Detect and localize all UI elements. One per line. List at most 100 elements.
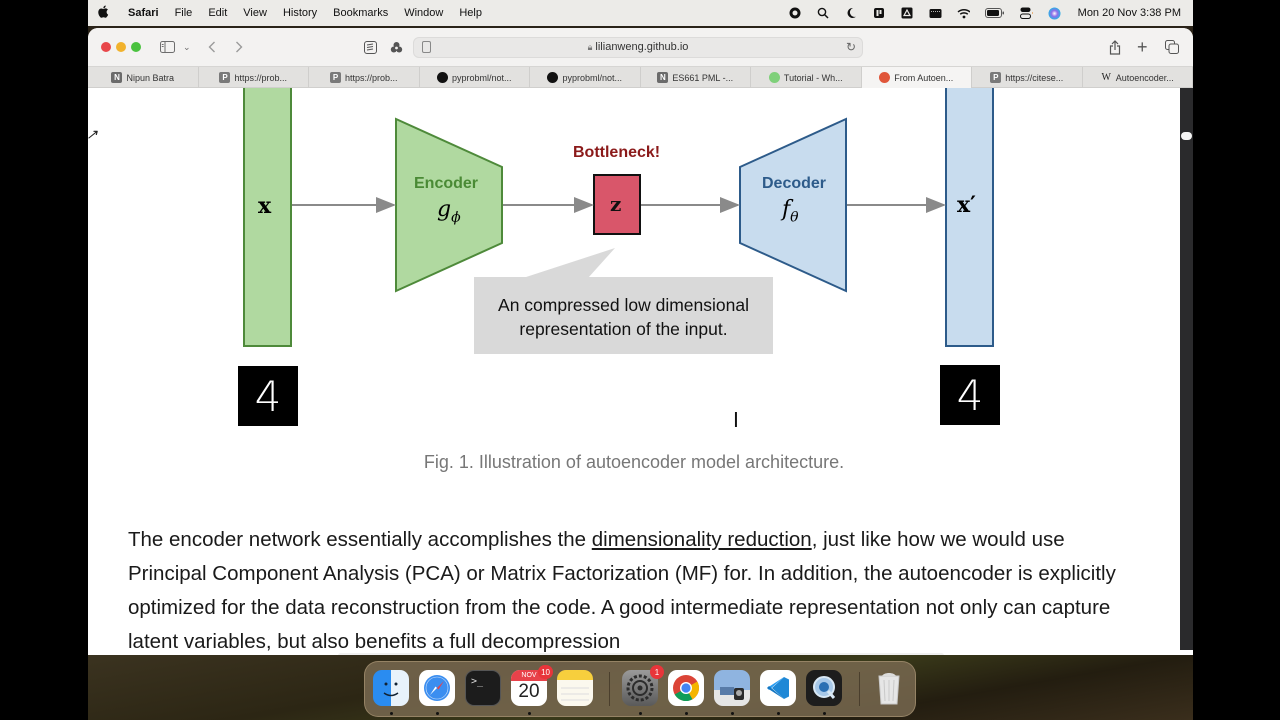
menu-history[interactable]: History (282, 7, 318, 19)
mnist-input-digit-image: 4 (238, 366, 298, 426)
z-bottleneck-box (593, 174, 641, 235)
paragraph-text: The encoder network essentially accompli… (128, 528, 592, 551)
menu-edit[interactable]: Edit (208, 7, 228, 19)
dock-terminal-icon[interactable]: >_ (465, 670, 501, 706)
tab-autoencoder-wikipedia[interactable]: W Autoencoder... (1083, 67, 1193, 88)
address-bar[interactable]: 🔒︎lilianweng.github.io ↻ (413, 37, 863, 58)
github-favicon-icon (436, 72, 448, 83)
control-center-icon[interactable] (1019, 7, 1033, 20)
tab-overview-icon[interactable] (1165, 38, 1179, 56)
z-label: z (610, 192, 622, 216)
calendar-badge: 10 (538, 665, 553, 679)
horizontal-scrollbar[interactable] (338, 653, 944, 655)
peach-favicon-icon (879, 72, 891, 83)
display-icon[interactable] (929, 7, 942, 20)
autoencoder-diagram (243, 88, 994, 354)
encoder-shape (395, 117, 503, 293)
input-x-label: x (258, 193, 272, 219)
tab-pyprobml-1[interactable]: pyprobml/not... (420, 67, 530, 88)
callout-line-2: representation of the input. (519, 319, 728, 339)
wikipedia-favicon-icon: W (1101, 72, 1111, 83)
browser-toolbar: ⌄ 🔒︎lilianweng.github.io ↻ (88, 28, 1193, 66)
siri-icon[interactable] (1048, 7, 1061, 20)
running-indicator (685, 712, 688, 715)
mnist-output-digit-image: 4 (940, 365, 1000, 425)
close-window-button[interactable] (101, 42, 111, 52)
dock-quicktime-icon[interactable] (806, 670, 842, 706)
vertical-scrollbar[interactable] (1180, 88, 1193, 655)
forward-button-icon[interactable] (235, 38, 243, 56)
figure-caption: Fig. 1. Illustration of autoencoder mode… (423, 452, 845, 472)
callout-box (474, 277, 773, 354)
apple-menu-icon[interactable] (98, 5, 114, 21)
wifi-icon[interactable] (957, 7, 970, 20)
scrollbar-thumb[interactable] (1181, 132, 1192, 140)
tab-tutorial[interactable]: Tutorial - Wh... (751, 67, 862, 88)
text-cursor-icon: I (733, 408, 739, 432)
menu-help[interactable]: Help (459, 7, 482, 19)
drive-icon[interactable] (901, 7, 914, 20)
tab-pyprobml-2[interactable]: pyprobml/not... (530, 67, 641, 88)
record-icon[interactable] (789, 7, 802, 20)
notion-favicon-icon: N (111, 72, 123, 83)
sidebar-toggle-icon[interactable] (160, 38, 175, 56)
dock-trash-icon[interactable] (871, 670, 907, 706)
running-indicator (777, 712, 780, 715)
share-icon[interactable] (1109, 38, 1121, 56)
dock-safari-icon[interactable] (419, 670, 455, 706)
chevron-down-icon[interactable]: ⌄ (183, 41, 191, 52)
settings-badge: 1 (650, 665, 664, 679)
menu-bookmarks[interactable]: Bookmarks (333, 7, 389, 19)
dock-notes-icon[interactable] (557, 670, 593, 706)
moon-icon[interactable] (845, 7, 858, 20)
decoder-title: Decoder (762, 175, 827, 192)
web-content: ↗ (88, 88, 1180, 655)
back-button-icon[interactable] (208, 38, 216, 56)
output-vector-box (945, 88, 994, 347)
dock-separator (609, 672, 610, 706)
new-tab-icon[interactable]: + (1137, 36, 1148, 57)
extension-icon[interactable] (390, 38, 403, 56)
tab-label: Autoencoder... (1115, 72, 1174, 83)
url-text: lilianweng.github.io (595, 41, 689, 53)
running-indicator (390, 712, 393, 715)
maximize-window-button[interactable] (131, 42, 141, 52)
tab-label: pyprobml/not... (562, 72, 623, 83)
input-vector-box (243, 88, 292, 347)
menu-file[interactable]: File (174, 7, 193, 19)
menubar-clock[interactable]: Mon 20 Nov 3:38 PM (1077, 7, 1181, 19)
tab-from-autoencoder[interactable]: From Autoen... (861, 67, 972, 88)
reload-icon[interactable]: ↻ (845, 40, 856, 54)
tab-label: https://prob... (234, 72, 288, 83)
github-favicon-icon (547, 72, 559, 83)
minimize-window-button[interactable] (116, 42, 126, 52)
dock-system-settings-icon[interactable]: 1 (622, 665, 664, 706)
menu-view[interactable]: View (243, 7, 267, 19)
dock-finder-icon[interactable] (373, 670, 409, 706)
app-icon[interactable] (873, 7, 886, 20)
dock-separator (859, 672, 860, 706)
p-favicon-icon: P (219, 72, 231, 83)
battery-icon[interactable] (984, 7, 1005, 20)
menu-app-safari[interactable]: Safari (128, 7, 159, 19)
bottleneck-label: Bottleneck! (573, 144, 661, 161)
dock-vscode-icon[interactable] (760, 670, 796, 706)
calendar-month: NOV (511, 670, 547, 681)
dock-preview-icon[interactable] (714, 670, 750, 706)
safari-window: ⌄ 🔒︎lilianweng.github.io ↻ (88, 28, 1193, 655)
search-icon[interactable] (817, 7, 830, 20)
dock-calendar-icon[interactable]: NOV 20 10 (511, 665, 553, 706)
stray-mark: ↗ (88, 126, 98, 143)
calendar-day: 20 (518, 681, 540, 702)
reader-extension-icon[interactable] (364, 38, 377, 56)
dock-chrome-icon[interactable] (668, 670, 704, 706)
article-paragraph: The encoder network essentially accompli… (128, 523, 1128, 655)
notion-favicon-icon: N (657, 72, 669, 83)
dimensionality-reduction-link[interactable]: dimensionality reduction (591, 528, 812, 551)
menu-window[interactable]: Window (404, 7, 444, 19)
